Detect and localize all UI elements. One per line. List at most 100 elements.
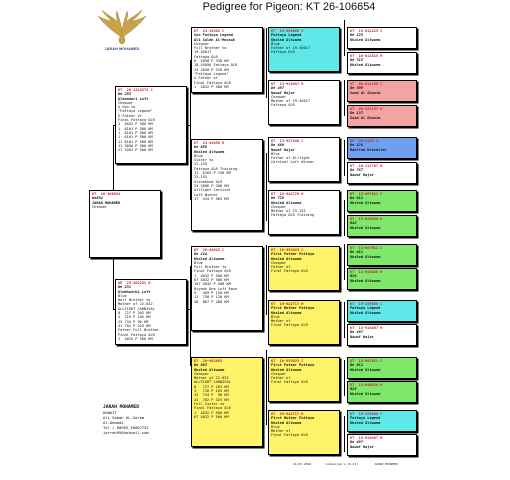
pigeon-name: De 255	[118, 92, 131, 97]
pedigree-line: Final Fattaya OLR	[194, 269, 231, 274]
pedigree-line: ALLFIGHT CARNIVAL	[194, 380, 231, 385]
pedigree-line: Chequer	[118, 100, 134, 105]
pigeon-name: De 137	[350, 111, 363, 116]
pedigree-line: Half Brother to	[118, 298, 151, 303]
owner-info: JARAH MOHAMED KUWAIT Ali Sabah AL-Salem …	[103, 405, 203, 435]
connector-line	[266, 245, 267, 315]
pedigree-line: 11 730 P 120 KM	[194, 295, 229, 300]
ring-number: KT 13-646026 H	[350, 217, 383, 221]
ring-number: KT 18-959925 C	[271, 359, 304, 363]
pedigree-line: Khaled Altwaem	[350, 391, 381, 396]
pedigree-line: Saad Al Ghanim	[350, 90, 381, 95]
pedigree-line: 19-45017	[194, 50, 212, 55]
pedigree-line: Sister to	[194, 158, 214, 163]
owner-country: KUWAIT	[103, 410, 117, 415]
pigeon-name: 026	[350, 221, 357, 226]
pedigree-line: Khaled Altwaem	[194, 256, 225, 261]
pedigree-line: 11 5856 P 500 KM	[118, 143, 153, 148]
ring-number: AE 25-102231 H	[118, 281, 151, 285]
pedigree-line: Manfred Drechsler	[350, 147, 387, 152]
pigeon-name: 026	[350, 387, 357, 392]
pigeon-name: De 225	[350, 33, 363, 38]
connector-line	[344, 416, 345, 452]
pedigree-line: Nawaf Hajar	[350, 334, 374, 339]
pigeon-name: De 611	[350, 363, 363, 368]
pedigree-line: 27 5201 P 500 KM	[118, 148, 153, 153]
pigeon-name: De 315	[350, 58, 363, 63]
pedigree-line: Chequer	[271, 260, 287, 265]
ring-number: KT 19-255860 C	[350, 412, 383, 416]
ring-number: KT 13-919497 H	[271, 82, 304, 86]
pigeon-name: De 231	[118, 285, 131, 290]
pedigree-line: Chequer	[271, 371, 287, 376]
pedigree-line: Khaled Altwaem	[350, 62, 381, 67]
pedigree-line: Alkandari Loft	[118, 96, 149, 101]
ring-number: KT 15-612225 C	[350, 29, 383, 33]
pedigree-line: 67 4032 P 500 KM	[194, 414, 229, 419]
owner-email[interactable]: jarrah99@hotmail.com	[103, 430, 149, 435]
pedigree-line: 6 2050 P 330 KM	[194, 59, 229, 64]
pedigree-line: Final Fattaya OLR	[118, 332, 155, 337]
pedigree-line: Mother of	[271, 319, 291, 324]
pedigree-line: Saad Al Ghanim	[350, 115, 381, 120]
pedigree-line: Khaled Altwaem	[350, 37, 381, 42]
pedigree-line: 18-45056 Fattaya OLR	[194, 63, 238, 68]
winged-logo-icon	[97, 9, 147, 45]
ring-number: KT 16-613315 H	[350, 54, 383, 58]
pedigree-line: Almehairbi Loft	[118, 289, 151, 294]
pigeon-name: De 497	[271, 86, 284, 91]
pedigree-line: Final Fattaya OLR	[271, 380, 308, 385]
pedigree-line: 1 4032 P 500 KM	[118, 122, 153, 127]
owner-address: Ali Sabah AL-Salem	[103, 415, 145, 420]
connector-line	[266, 350, 267, 425]
pedigree-line: Khaled Altwaem	[271, 200, 302, 205]
ring-number: DV 09-1124 C	[350, 139, 379, 143]
ring-number: KT 13-607611 C	[350, 246, 383, 250]
pedigree-line: Carnival Loft Winner	[271, 160, 315, 165]
ring-number: KT 18-959925 C	[271, 248, 304, 252]
pedigree-line: Khaled Altwaem	[350, 367, 381, 372]
ring-number: KT 26-106654	[92, 192, 121, 196]
pedigree-line: Son Fattaya Legend	[194, 33, 233, 38]
pedigree-line: 22-155	[194, 162, 207, 167]
pedigree-line: JARAH MOHAMED	[92, 200, 121, 205]
ring-number: KT 13-919497 H	[350, 326, 383, 330]
pedigree-line: Blue	[118, 293, 127, 298]
ring-number: KT 20-962883	[194, 359, 223, 363]
pedigree-line: Khaled Altwaem	[271, 310, 302, 315]
pigeon-name: De 083	[194, 363, 207, 368]
connector-line	[266, 28, 267, 98]
ring-number: KT 10-112787 H	[350, 164, 383, 168]
